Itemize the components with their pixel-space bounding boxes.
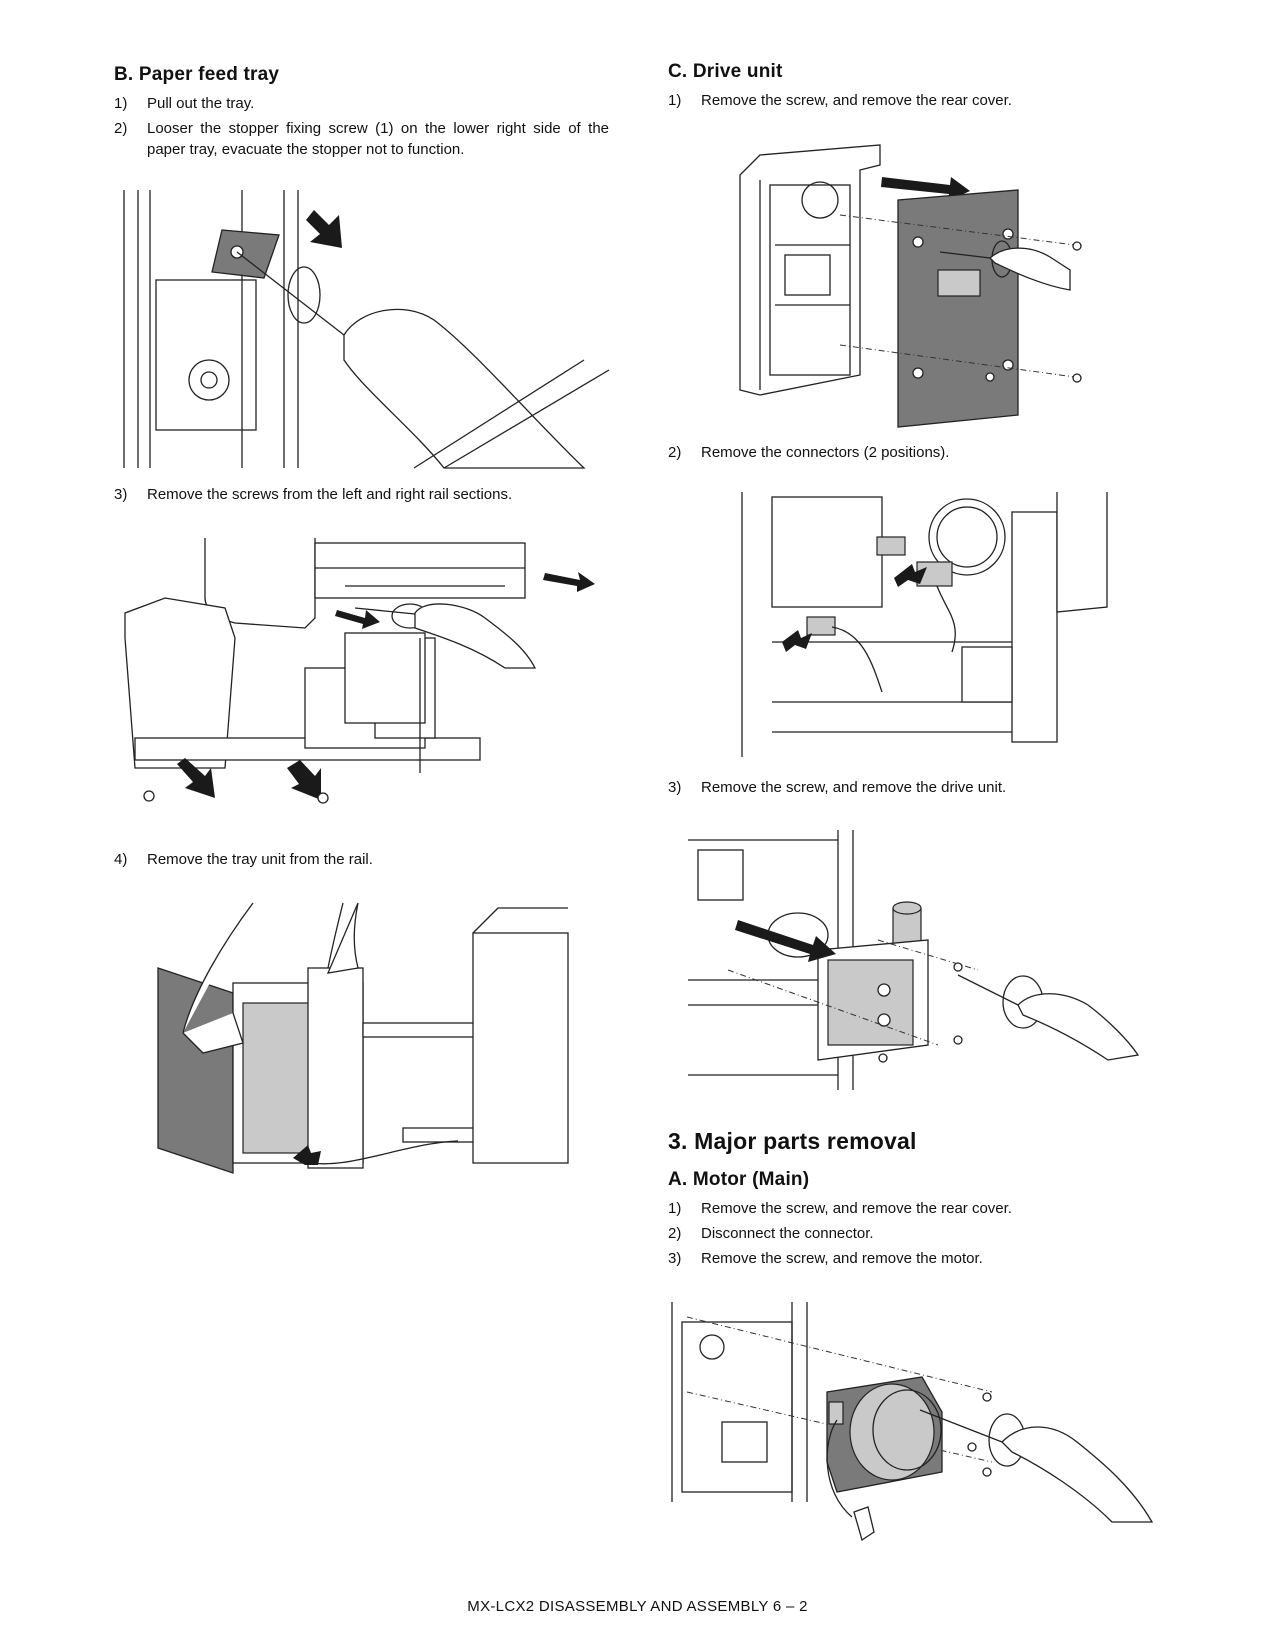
- figure-rear-cover: [739, 144, 1082, 428]
- section-c-heading: C. Drive unit: [668, 61, 783, 82]
- step-number: 2): [668, 444, 682, 461]
- section-a-heading: A. Motor (Main): [668, 1169, 810, 1190]
- step-text: Pull out the tray.: [147, 95, 255, 112]
- figure-stopper-screw: [123, 190, 610, 469]
- step-text: Remove the tray unit from the rail.: [147, 851, 373, 868]
- step-b-1: 1) Pull out the tray.: [114, 93, 609, 114]
- step-b-2: 2) Looser the stopper fixing screw (1) o…: [114, 118, 609, 160]
- figure-drive-unit: [688, 830, 1140, 1090]
- step-text: Remove the screw, and remove the rear co…: [701, 92, 1012, 109]
- step-c-2: 2) Remove the connectors (2 positions).: [668, 442, 1163, 463]
- step-c-3: 3) Remove the screw, and remove the driv…: [668, 777, 1163, 798]
- figure-rail-screws: [124, 538, 595, 804]
- step-text: Remove the screw, and remove the drive u…: [701, 779, 1007, 796]
- step-a-1: 1) Remove the screw, and remove the rear…: [668, 1198, 1163, 1219]
- step-b-3: 3) Remove the screws from the left and r…: [114, 484, 609, 505]
- step-number: 1): [114, 95, 128, 112]
- step-a-2: 2) Disconnect the connector.: [668, 1223, 1163, 1244]
- section-3-heading: 3. Major parts removal: [668, 1128, 917, 1154]
- step-text: Remove the screw, and remove the rear co…: [701, 1200, 1012, 1217]
- step-number: 3): [668, 779, 682, 796]
- step-number: 2): [668, 1225, 682, 1242]
- step-text: Remove the connectors (2 positions).: [701, 444, 950, 461]
- page-footer: MX-LCX2 DISASSEMBLY AND ASSEMBLY 6 – 2: [467, 1598, 808, 1615]
- step-number: 3): [114, 486, 128, 503]
- step-b-4: 4) Remove the tray unit from the rail.: [114, 849, 609, 870]
- step-text: Looser the stopper fixing screw (1) on t…: [147, 120, 609, 158]
- step-c-1: 1) Remove the screw, and remove the rear…: [668, 90, 1163, 111]
- figure-tray-unit: [157, 902, 569, 1174]
- step-number: 3): [668, 1250, 682, 1267]
- figure-connectors: [741, 492, 1108, 757]
- section-b-heading: B. Paper feed tray: [114, 64, 280, 85]
- step-number: 1): [668, 1200, 682, 1217]
- step-number: 1): [668, 92, 682, 109]
- step-text: Remove the screw, and remove the motor.: [701, 1250, 983, 1267]
- step-text: Remove the screws from the left and righ…: [147, 486, 513, 503]
- step-number: 4): [114, 851, 128, 868]
- step-text: Disconnect the connector.: [701, 1225, 874, 1242]
- step-a-3: 3) Remove the screw, and remove the moto…: [668, 1248, 1163, 1269]
- figure-motor: [671, 1302, 1154, 1542]
- step-number: 2): [114, 120, 128, 137]
